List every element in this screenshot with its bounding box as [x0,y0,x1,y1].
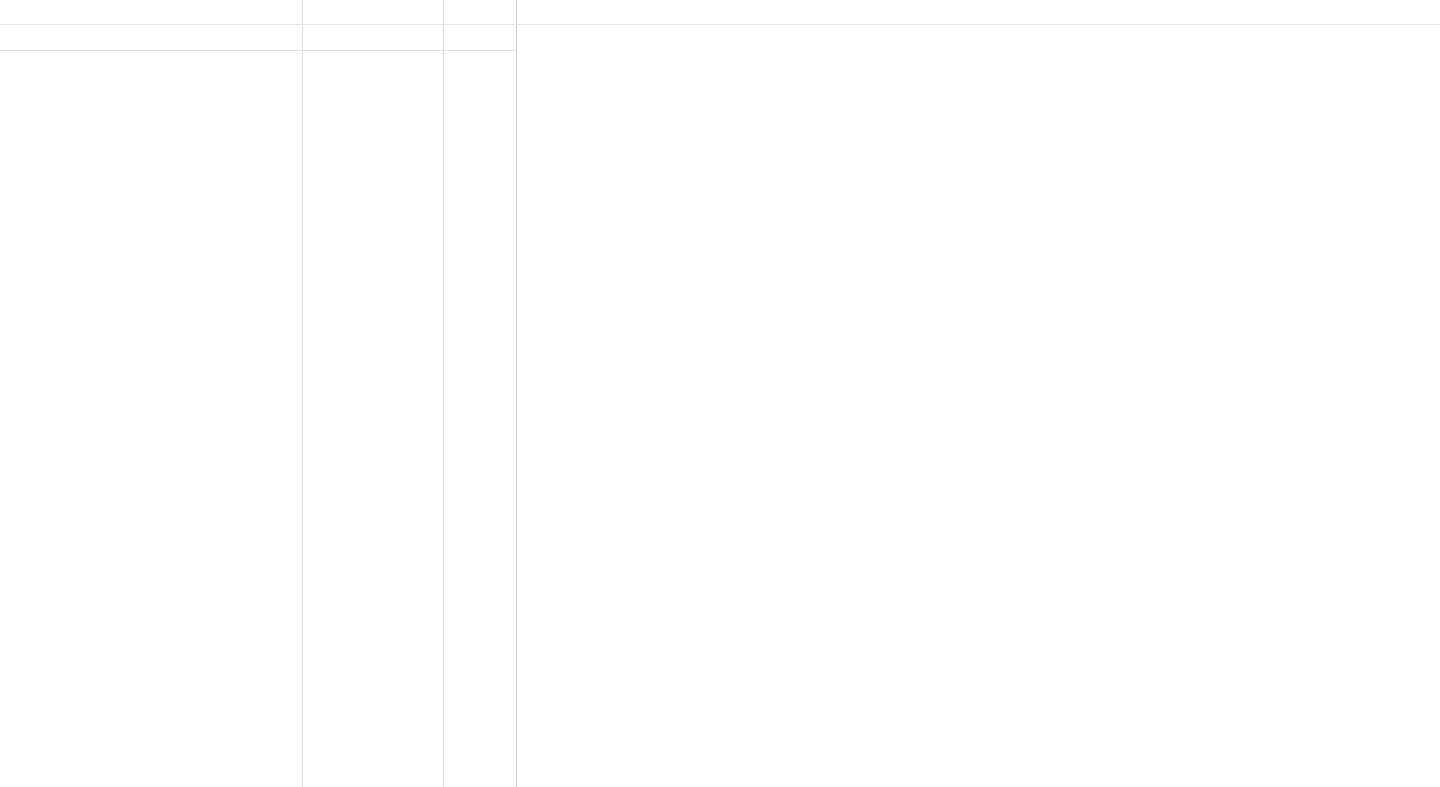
panel-chart-divider[interactable] [516,0,517,787]
header-divider [0,24,1440,25]
column-divider [302,0,303,787]
gantt-chart-area [517,0,1440,787]
column-divider [443,0,444,787]
percent-complete-column-header [443,0,517,24]
people-assigned-column-header [302,0,443,24]
project-percent [443,26,517,50]
task-list-panel [0,0,517,787]
